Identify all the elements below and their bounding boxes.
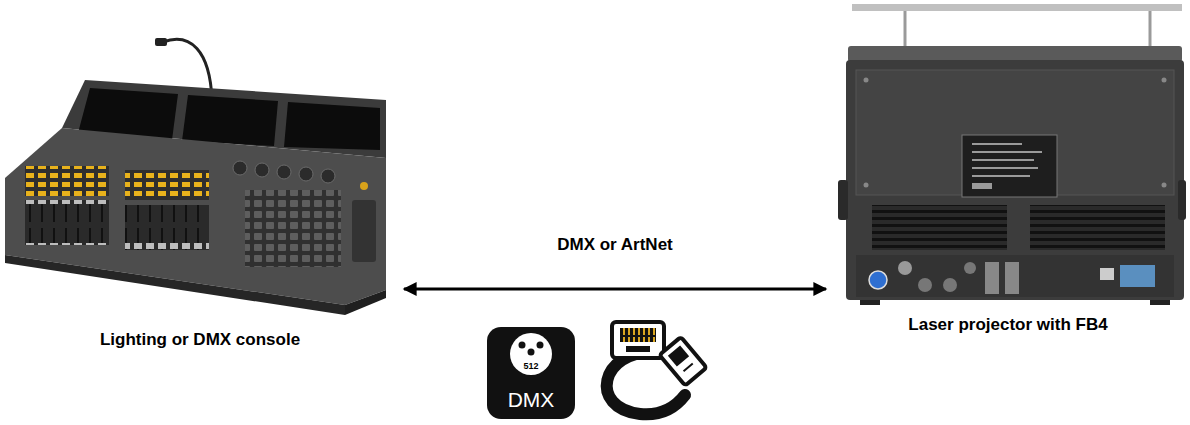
signal-arrow	[404, 288, 826, 291]
dmx-icon	[528, 349, 535, 356]
laser-projector-illustration	[972, 151, 1042, 153]
laser-projector-illustration	[1162, 78, 1167, 83]
laser-projector-illustration	[838, 4, 1186, 305]
ethernet-cable-icon	[668, 345, 689, 366]
lighting-console-illustration	[360, 182, 368, 190]
lighting-console-illustration	[345, 290, 386, 315]
dmx-icon-text: DMX	[508, 389, 555, 410]
laser-projector-illustration	[1120, 265, 1155, 287]
dmx-icon	[510, 333, 552, 375]
laser-projector-illustration	[869, 271, 887, 289]
laser-projector-illustration	[860, 300, 880, 305]
laser-projector-illustration	[1030, 205, 1165, 250]
ethernet-cable-icon	[612, 322, 664, 358]
lighting-console-illustration	[255, 163, 269, 177]
laser-projector-illustration	[838, 180, 848, 220]
ethernet-cable-icon	[684, 364, 693, 372]
lighting-console-illustration	[277, 165, 291, 179]
ethernet-cable-icon	[620, 328, 656, 342]
laser-projector-illustration	[864, 183, 869, 188]
lighting-console-illustration	[25, 166, 109, 196]
laser-projector-illustration	[962, 135, 1057, 197]
laser-projector-illustration	[1150, 300, 1170, 305]
dmx-icon	[519, 342, 526, 349]
laser-projector-illustration	[972, 183, 992, 189]
lighting-console-illustration	[182, 95, 278, 146]
dmx-universe-number: 512	[523, 362, 538, 371]
lighting-console-illustration	[5, 38, 386, 315]
laser-projector-illustration	[1178, 180, 1186, 220]
laser-projector-illustration	[848, 46, 1182, 62]
ethernet-cable-icon	[626, 346, 650, 352]
laser-projector-illustration	[964, 262, 976, 274]
laser-projector-illustration	[864, 78, 869, 83]
device-caption: Lighting or DMX console	[100, 330, 300, 350]
laser-projector-illustration	[856, 255, 1174, 297]
lighting-console-illustration	[125, 170, 209, 200]
lighting-console-illustration	[352, 200, 376, 262]
laser-projector-illustration	[972, 143, 1022, 145]
lighting-console-illustration	[25, 200, 109, 245]
laser-projector-illustration	[856, 70, 1174, 195]
lighting-console-illustration	[299, 167, 313, 181]
lighting-console-illustration	[245, 190, 341, 267]
laser-projector-illustration	[904, 11, 907, 50]
device-caption: Laser projector with FB4	[908, 315, 1107, 335]
laser-projector-illustration	[898, 261, 912, 275]
laser-projector-illustration	[1149, 11, 1152, 50]
laser-projector-illustration	[972, 159, 1034, 161]
device-node: Lighting or DMX console	[0, 20, 400, 360]
lighting-console-illustration	[233, 161, 247, 175]
dmx-icon	[487, 327, 575, 419]
laser-projector-illustration	[852, 4, 1182, 11]
ethernet-cable-icon	[659, 337, 706, 386]
lighting-console-illustration	[155, 38, 167, 46]
dmx-icon	[487, 327, 575, 419]
lighting-console-illustration	[321, 169, 335, 183]
laser-projector-illustration	[943, 278, 957, 292]
edge-label: DMX or ArtNet	[554, 235, 676, 255]
ethernet-cable-icon	[659, 337, 706, 386]
laser-projector-illustration	[985, 262, 999, 294]
laser-projector-illustration	[972, 167, 1038, 169]
laser-projector-illustration	[1100, 268, 1114, 280]
lighting-console-illustration	[284, 102, 380, 150]
laser-projector-illustration	[846, 60, 1184, 300]
device-node: Laser projector with FB4	[830, 0, 1186, 345]
laser-projector-illustration	[1162, 183, 1167, 188]
ethernet-cable-icon	[607, 322, 707, 414]
laser-projector-illustration	[972, 175, 1030, 177]
laser-projector-illustration	[1005, 262, 1019, 294]
lighting-console-illustration	[5, 128, 386, 305]
ethernet-cable-icon	[612, 322, 664, 358]
laser-projector-illustration	[872, 205, 1007, 250]
dmx-icon	[537, 342, 544, 349]
laser-projector-illustration	[918, 278, 932, 292]
lighting-console-illustration	[125, 205, 209, 250]
